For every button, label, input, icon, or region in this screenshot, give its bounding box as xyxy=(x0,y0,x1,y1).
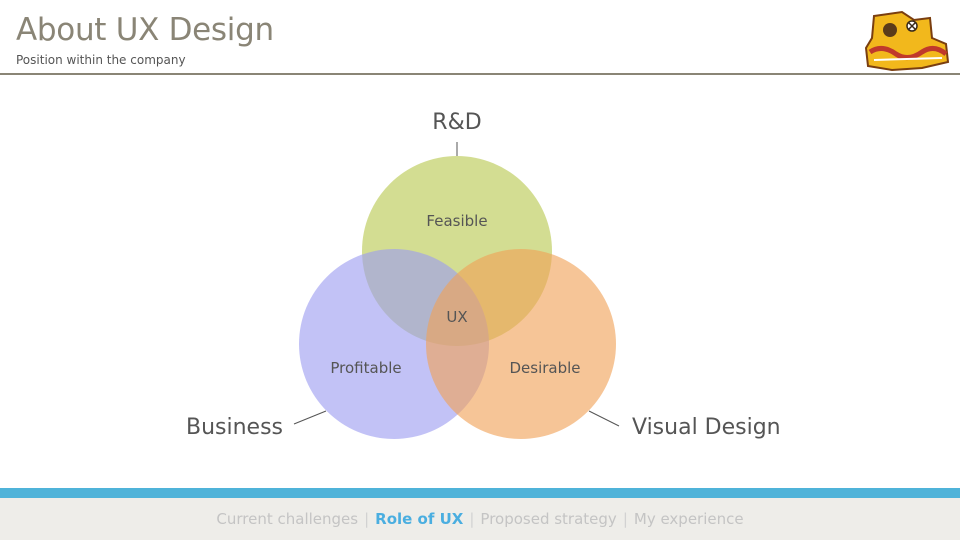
nav-current-challenges[interactable]: Current challenges xyxy=(216,510,359,528)
label-business: Business xyxy=(186,415,283,440)
nav-separator: | xyxy=(622,510,628,528)
venn-diagram: R&D Business Visual Design Feasible Prof… xyxy=(186,110,781,440)
nav-separator: | xyxy=(469,510,475,528)
label-visual-design: Visual Design xyxy=(632,415,781,440)
slide-subtitle: Position within the company xyxy=(16,53,186,67)
venn-circle-desirable xyxy=(426,249,616,439)
footer-accent-bar xyxy=(0,488,960,498)
header-divider xyxy=(0,73,960,75)
nav-separator: | xyxy=(364,510,370,528)
slide-title: About UX Design xyxy=(16,12,274,48)
label-rd: R&D xyxy=(432,110,481,135)
circle-label-profitable: Profitable xyxy=(330,359,401,377)
connector-visual-design xyxy=(588,410,620,427)
circle-label-desirable: Desirable xyxy=(509,359,580,377)
nav-my-experience[interactable]: My experience xyxy=(633,510,744,528)
center-label-ux: UX xyxy=(446,308,467,326)
circle-label-feasible: Feasible xyxy=(426,212,487,230)
nav-proposed-strategy[interactable]: Proposed strategy xyxy=(480,510,617,528)
section-nav: Current challenges | Role of UX | Propos… xyxy=(0,498,960,540)
nav-role-of-ux[interactable]: Role of UX xyxy=(375,510,464,528)
game-logo-icon xyxy=(864,10,950,72)
connector-business xyxy=(293,410,327,425)
